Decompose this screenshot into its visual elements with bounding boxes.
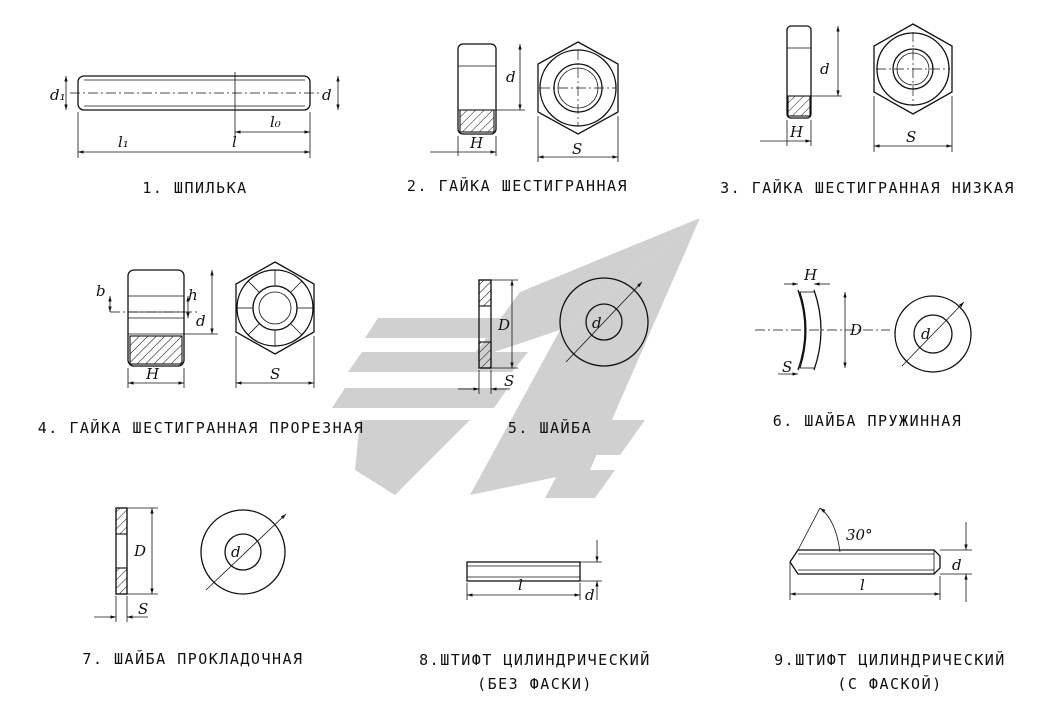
dim-l: l (232, 133, 237, 151)
dim-d: d (506, 68, 516, 86)
dim-d: d (921, 325, 931, 343)
dim-D: D (133, 542, 146, 560)
dim-d: d (322, 86, 332, 104)
pin-no-chamfer-drawing: l d (466, 540, 602, 604)
dim-l1: l₁ (118, 133, 129, 151)
dim-D: D (849, 321, 862, 339)
stud-drawing: d₁ d l₁ l₀ l (50, 72, 340, 158)
dim-h: H (145, 365, 160, 383)
dim-d: d (820, 60, 830, 78)
dim-d: d (196, 312, 206, 330)
dim-D: D (497, 316, 510, 334)
dim-s: S (906, 128, 916, 146)
dim-d: d (231, 543, 241, 561)
dim-l: l (860, 576, 865, 594)
dim-s: S (504, 372, 514, 390)
pin-chamfer-drawing: 30° l d (789, 507, 972, 602)
dim-b: b (96, 282, 106, 300)
dim-l: l (518, 576, 523, 594)
dim-d: d (952, 556, 962, 574)
dim-d: d (592, 314, 602, 332)
dim-l0: l₀ (270, 113, 281, 131)
dim-s: S (270, 365, 280, 383)
dim-h: H (803, 266, 818, 284)
dim-h: H (469, 134, 484, 152)
dim-s: S (138, 600, 148, 618)
dim-angle: 30° (846, 526, 873, 544)
low-hex-nut-drawing: d H S (760, 23, 953, 152)
watermark-logo (332, 218, 700, 498)
dim-s: S (782, 358, 792, 376)
caption-hex-nut: 2. ГАЙКА ШЕСТИГРАННАЯ (406, 177, 629, 195)
caption-spring-washer: 6. ШАЙБА ПРУЖИННАЯ (772, 412, 963, 430)
caption-pin-no-chamfer: 8.ШТИФТ ЦИЛИНДРИЧЕСКИЙ (БЕЗ ФАСКИ) (419, 651, 651, 693)
caption-slotted-hex-nut: 4. ГАЙКА ШЕСТИГРАННАЯ ПРОРЕЗНАЯ (37, 419, 365, 437)
caption-gasket-washer: 7. ШАЙБА ПРОКЛАДОЧНАЯ (82, 650, 304, 668)
dim-h-small: h (188, 286, 198, 304)
gasket-washer-drawing: D S d (94, 507, 287, 622)
spring-washer-drawing: H D S d (755, 266, 972, 376)
caption-stud: 1. ШПИЛЬКА (142, 179, 248, 197)
dim-d: d (585, 586, 595, 604)
washer-drawing: D S d (458, 277, 649, 394)
dim-s: S (572, 140, 582, 158)
caption-washer: 5. ШАЙБА (507, 419, 593, 437)
caption-pin-chamfer: 9.ШТИФТ ЦИЛИНДРИЧЕСКИЙ (С ФАСКОЙ) (774, 651, 1006, 693)
hex-nut-drawing: d H S (430, 41, 619, 162)
slotted-hex-nut-drawing: b h d H S (96, 261, 315, 388)
caption-low-hex-nut: 3. ГАЙКА ШЕСТИГРАННАЯ НИЗКАЯ (720, 179, 1015, 197)
dim-d1: d₁ (50, 86, 66, 104)
dim-h: H (789, 123, 804, 141)
